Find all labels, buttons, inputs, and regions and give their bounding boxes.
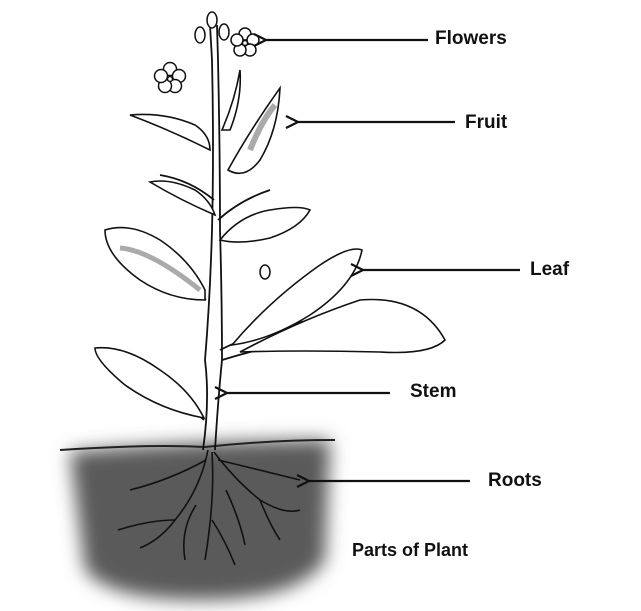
label-arrows: [227, 40, 520, 481]
roots-label: Roots: [488, 470, 542, 491]
flowers: [153, 11, 271, 280]
leaf-label: Leaf: [530, 259, 570, 280]
roots: [117, 449, 301, 566]
soil: [59, 439, 336, 600]
flowers-label: Flowers: [435, 28, 507, 49]
stem-label: Stem: [410, 381, 457, 402]
fruit-label: Fruit: [465, 112, 508, 133]
leaves: [94, 69, 446, 420]
diagram-title: Parts of Plant: [352, 540, 469, 560]
